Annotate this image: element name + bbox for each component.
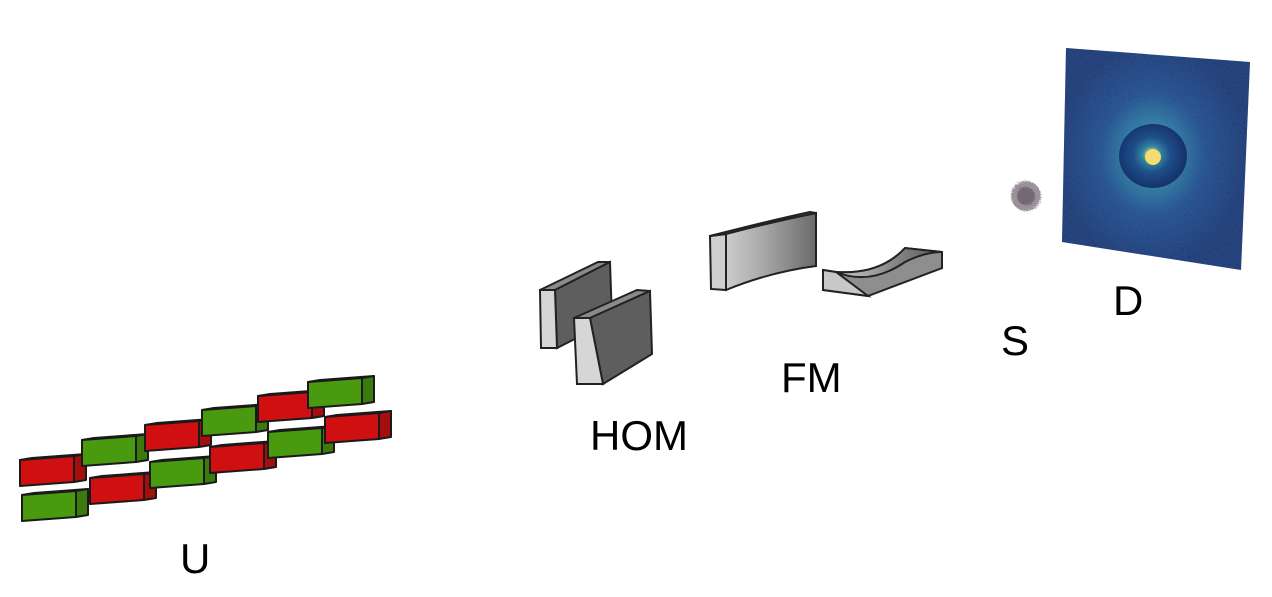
fm-horizontal-mirror (822, 246, 943, 298)
sample (1011, 181, 1041, 211)
undulator-magnet-array (19, 375, 392, 522)
magnet-block-11 (307, 375, 375, 409)
detector (1062, 48, 1250, 270)
magnet-block-8 (144, 418, 212, 452)
magnet-block-10 (257, 389, 325, 423)
label-focusing-mirrors: FM (781, 354, 842, 401)
magnet-block-2 (149, 455, 217, 489)
fm-vertical-mirror (708, 210, 817, 292)
magnet-block-0 (21, 488, 89, 522)
hom-mirror-back (538, 260, 614, 350)
hom-mirror-front (572, 288, 654, 386)
magnet-block-3 (209, 440, 277, 474)
label-detector: D (1113, 277, 1144, 324)
label-harmonic-optics: HOM (590, 412, 688, 459)
label-sample: S (1001, 317, 1030, 364)
focusing-mirrors (708, 210, 943, 298)
label-undulator: U (180, 535, 211, 582)
magnet-block-5 (324, 410, 392, 444)
magnet-block-6 (19, 453, 87, 487)
magnet-block-7 (81, 433, 149, 467)
harmonic-optics-mirrors (538, 260, 654, 386)
magnet-block-1 (89, 471, 157, 505)
